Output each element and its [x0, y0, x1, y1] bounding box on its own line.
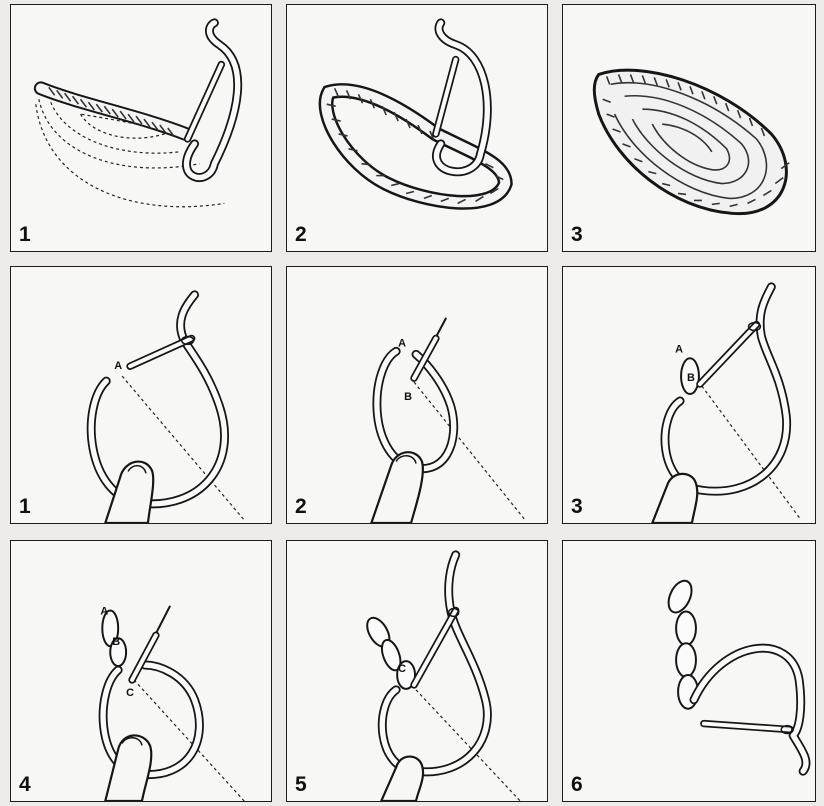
- panel-number: 3: [571, 495, 583, 519]
- panel-number: 2: [295, 495, 307, 519]
- point-label-a: A: [398, 337, 406, 349]
- panel-number: 3: [571, 223, 583, 247]
- step-illustration: A: [11, 267, 271, 523]
- panel-number: 6: [571, 773, 583, 797]
- panel-number: 1: [19, 495, 31, 519]
- step-illustration: A B: [287, 267, 547, 523]
- panel-bot-6: 6: [562, 540, 816, 802]
- panel-top-3: 3: [562, 4, 816, 252]
- point-label-b: B: [112, 636, 120, 648]
- chain-stitch-row: [41, 87, 186, 136]
- needle: [188, 65, 222, 139]
- step-illustration: A B: [563, 267, 815, 523]
- panel-number: 1: [19, 223, 31, 247]
- panel-bot-5: C 5: [286, 540, 548, 802]
- panel-mid-2: A B 2: [286, 266, 548, 524]
- panel-top-1: 1: [10, 4, 272, 252]
- panel-top-2: 2: [286, 4, 548, 252]
- chain-loop-illustration: [287, 5, 547, 251]
- point-label-b: B: [687, 372, 695, 384]
- point-label-c: C: [126, 687, 134, 699]
- chain-outline-illustration: [11, 5, 271, 251]
- panel-mid-3: A B 3: [562, 266, 816, 524]
- point-label-b: B: [404, 391, 412, 403]
- point-label-a: A: [675, 343, 683, 355]
- step-illustration: A B C: [11, 541, 271, 801]
- point-label-a: A: [100, 605, 108, 617]
- panel-bot-4: A B C 4: [10, 540, 272, 802]
- point-label-a: A: [114, 360, 122, 372]
- panel-number: 4: [19, 773, 31, 797]
- panel-number: 2: [295, 223, 307, 247]
- step-illustration: C: [287, 541, 547, 801]
- completed-chain-illustration: [563, 541, 815, 801]
- panel-number: 5: [295, 773, 307, 797]
- point-label-c: C: [398, 663, 406, 675]
- panel-mid-1: A 1: [10, 266, 272, 524]
- filled-leaf-illustration: [563, 5, 815, 251]
